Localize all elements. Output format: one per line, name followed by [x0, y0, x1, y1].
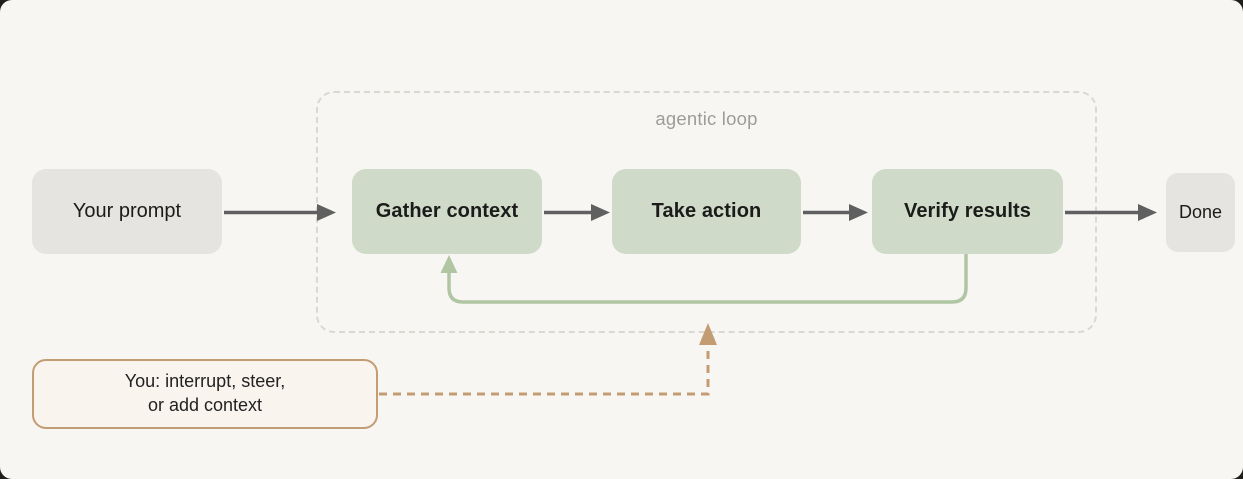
node-gather-context-label: Gather context — [375, 200, 519, 222]
agentic-loop-label: agentic loop — [655, 108, 758, 129]
node-verify-results: Verify results — [872, 169, 1063, 254]
node-take-action: Take action — [612, 169, 801, 254]
node-verify-results-label: Verify results — [903, 200, 1032, 222]
node-take-action-label: Take action — [651, 200, 762, 222]
you-interrupt-note-line1: You: interrupt, steer, — [124, 371, 286, 392]
node-your-prompt-label: Your prompt — [72, 200, 182, 222]
you-interrupt-note: You: interrupt, steer, or add context — [32, 359, 378, 429]
node-done: Done — [1166, 173, 1235, 252]
you-interrupt-arrow — [379, 323, 717, 396]
node-done-label: Done — [1178, 202, 1223, 222]
you-interrupt-note-line2: or add context — [147, 395, 263, 415]
node-gather-context: Gather context — [352, 169, 542, 254]
node-your-prompt: Your prompt — [32, 169, 222, 254]
